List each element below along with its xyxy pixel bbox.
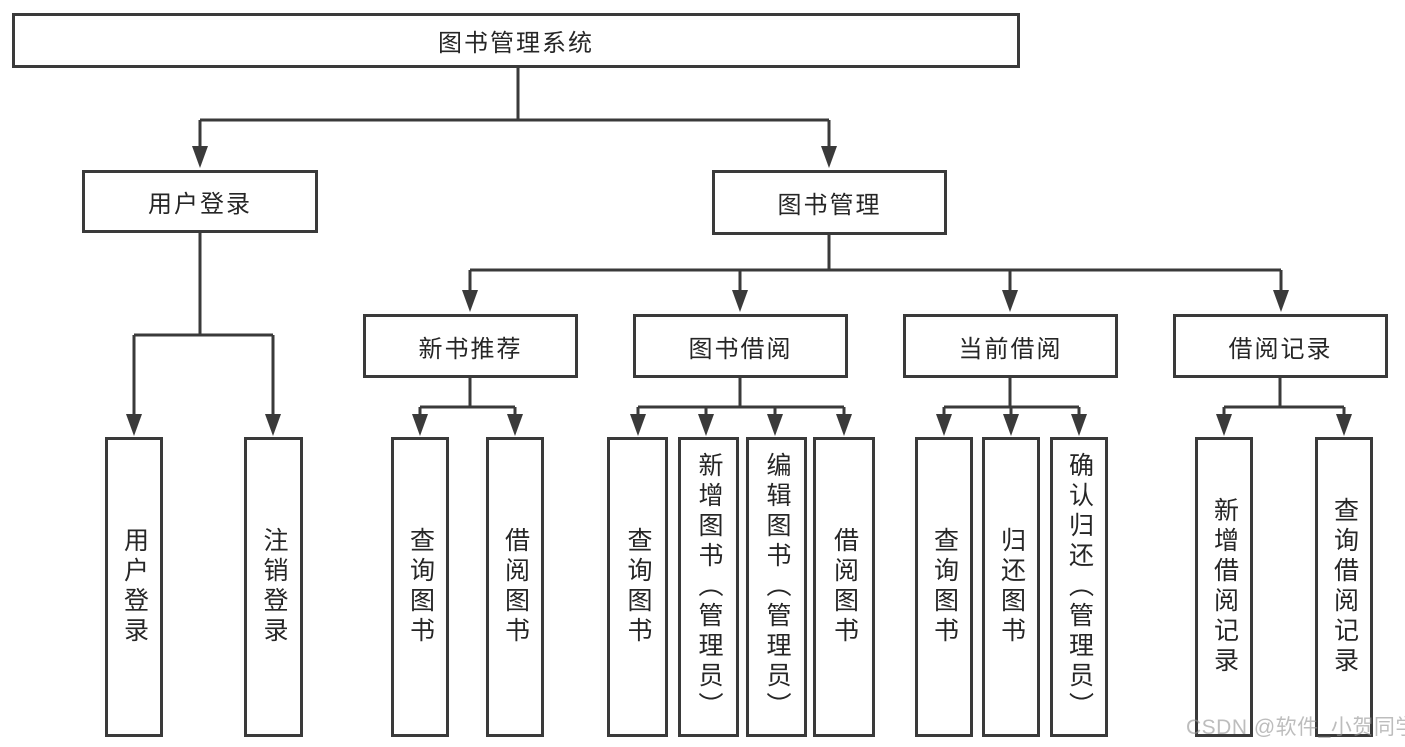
leaf-bb-query-books: 查询图书 — [607, 437, 668, 737]
connector-book-management — [468, 235, 1283, 294]
leaf-user-login: 用户登录 — [105, 437, 163, 737]
node-new-book-recommend: 新书推荐 — [363, 314, 578, 378]
leaf-bb-edit-books-admin: 编辑图书（管理员） — [746, 437, 807, 737]
leaf-nbr-query-books: 查询图书 — [391, 437, 449, 737]
node-user-login-branch: 用户登录 — [82, 170, 318, 233]
watermark: CSDN @软件_小贺同学 — [1186, 716, 1405, 739]
node-root: 图书管理系统 — [12, 13, 1020, 68]
leaf-cb-query-books: 查询图书 — [915, 437, 973, 737]
connector-book-borrow — [636, 378, 846, 420]
leaf-cb-confirm-return-admin: 确认归还（管理员） — [1050, 437, 1108, 737]
connector-current-borrow — [942, 378, 1081, 420]
leaf-logout: 注销登录 — [244, 437, 303, 737]
connector-root — [198, 68, 831, 150]
node-borrow-records: 借阅记录 — [1173, 314, 1388, 378]
node-book-borrow: 图书借阅 — [633, 314, 848, 378]
connector-user-login — [132, 233, 275, 420]
node-current-borrow: 当前借阅 — [903, 314, 1118, 378]
leaf-br-add-borrow-record: 新增借阅记录 — [1195, 437, 1253, 737]
node-book-management: 图书管理 — [712, 170, 947, 235]
connector-borrow-records — [1222, 378, 1346, 420]
leaf-bb-add-books-admin: 新增图书（管理员） — [678, 437, 739, 737]
connector-new-book-recommend — [418, 378, 517, 420]
leaf-nbr-borrow-books: 借阅图书 — [486, 437, 544, 737]
leaf-bb-borrow-books: 借阅图书 — [813, 437, 875, 737]
arrowheads — [126, 146, 1352, 436]
leaf-br-query-borrow-record: 查询借阅记录 — [1315, 437, 1373, 737]
leaf-cb-return-books: 归还图书 — [982, 437, 1040, 737]
